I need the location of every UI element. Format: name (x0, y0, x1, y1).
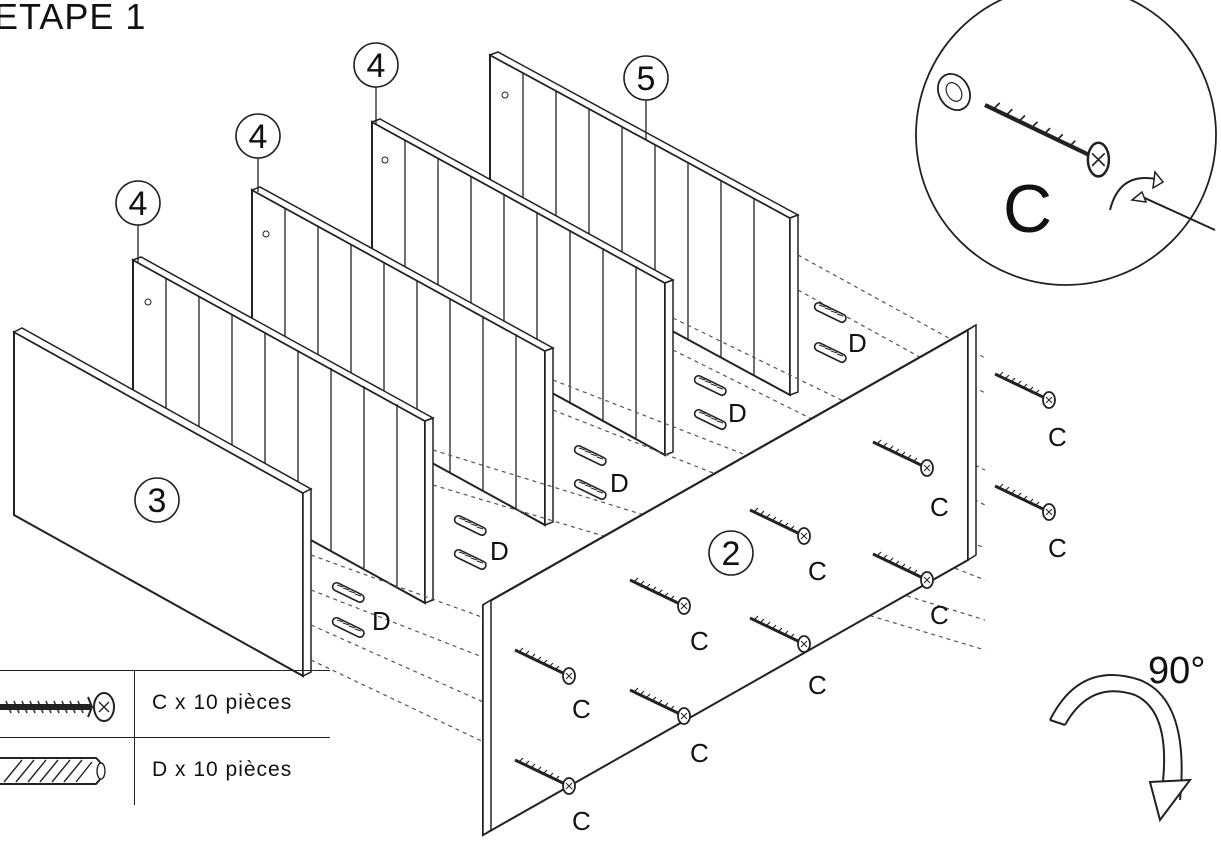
panel-5 (488, 51, 800, 397)
legend-row-screw: C x 10 pièces (0, 670, 330, 738)
screw-labels: C C C C C C C C C C (572, 422, 1067, 836)
c-label: C (808, 556, 827, 586)
screw-icon (0, 671, 135, 738)
rotation-angle-label: 90° (1148, 650, 1206, 692)
legend-screw-text: C x 10 pièces (152, 691, 293, 714)
rotate-arrow-icon (1049, 674, 1193, 823)
hardware-legend: C x 10 pièces D x 10 pièces (0, 670, 330, 842)
panel-2-number: 2 (722, 535, 741, 573)
panel-4-front (131, 256, 435, 605)
panel-4-front-number: 4 (129, 185, 148, 223)
legend-dowel-text: D x 10 pièces (152, 758, 293, 781)
step-title: ETAPE 1 (0, 0, 147, 37)
c-label: C (572, 806, 591, 836)
panel-3-number: 3 (148, 482, 167, 520)
c-label: C (808, 670, 827, 700)
d-label: D (848, 328, 867, 358)
panel-5-number: 5 (637, 60, 656, 98)
c-label: C (690, 738, 709, 768)
legend-row-dowel: D x 10 pièces (0, 737, 330, 805)
d-label: D (728, 398, 747, 428)
c-label: C (1048, 533, 1067, 563)
d-label: D (490, 536, 509, 566)
c-label: C (572, 694, 591, 724)
c-label: C (930, 600, 949, 630)
d-label: D (610, 468, 629, 498)
c-label: C (930, 492, 949, 522)
panel-4-back-number: 4 (367, 47, 386, 85)
c-label: C (1048, 422, 1067, 452)
d-label: D (372, 606, 391, 636)
panel-number-callouts: 3 4 4 4 5 2 (115, 42, 754, 576)
c-label: C (690, 626, 709, 656)
panel-4-middle-number: 4 (249, 118, 268, 156)
detail-c-label: C (1003, 171, 1052, 247)
dowel-labels: D D D D D (372, 328, 867, 636)
panel-2 (482, 323, 977, 837)
panel-4-middle (250, 186, 555, 527)
dowel-icon (0, 738, 135, 805)
screw-detail: C (915, 0, 1217, 286)
